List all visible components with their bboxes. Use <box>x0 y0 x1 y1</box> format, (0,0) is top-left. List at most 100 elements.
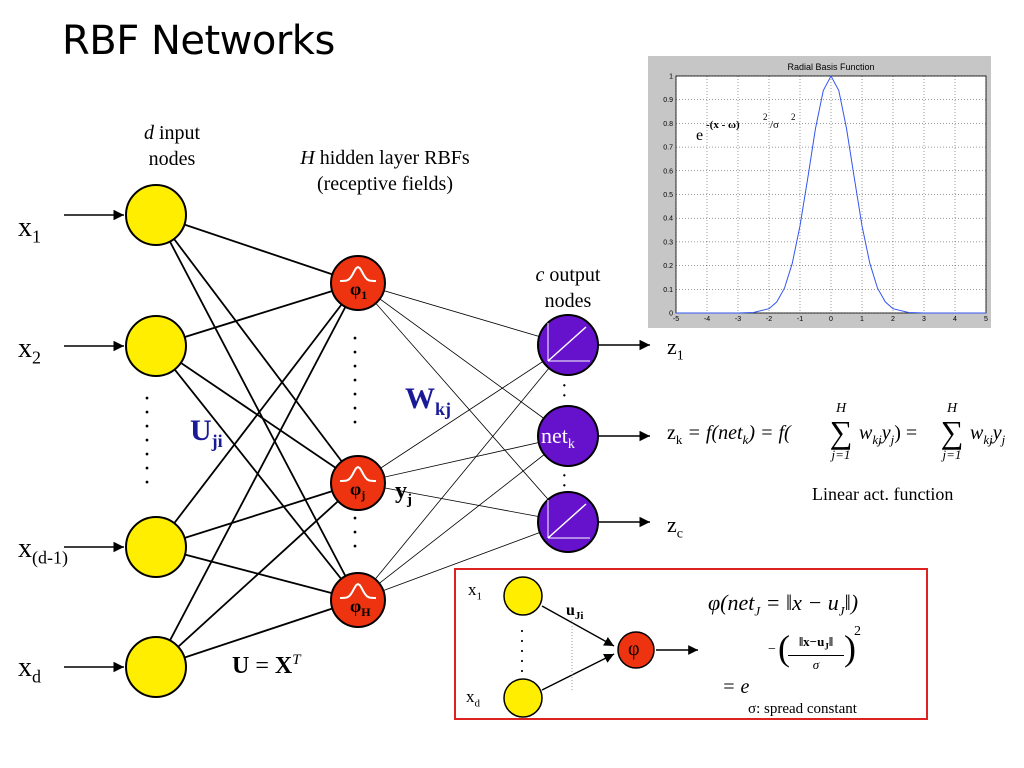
hidden-output-edge <box>357 282 569 523</box>
gaussian-icon <box>340 582 376 599</box>
y-tick-label: 0.4 <box>663 216 673 223</box>
hidden-output-edge <box>357 282 569 346</box>
inset-eq1-rest: = ‖x − u <box>760 590 839 615</box>
input-hidden-edge <box>155 282 359 668</box>
hidden-output-edge <box>357 435 569 484</box>
output-label-sub: 1 <box>676 348 684 364</box>
eq-sum-2: H ∑ j=1 <box>935 402 969 462</box>
inset-eq2-paren-close: ) <box>844 628 856 668</box>
output-node <box>537 405 599 467</box>
input-hidden-edge <box>155 546 359 601</box>
eq-term-y: y <box>881 422 891 444</box>
input-hidden-edge <box>155 214 359 284</box>
inset-eq2-paren-open: ( <box>778 628 790 668</box>
output-ellipsis-lower: ·· <box>561 465 568 497</box>
inset-eq2-num-sub: J <box>824 641 829 652</box>
eq-sum-top: H <box>835 401 847 416</box>
x-tick-label: 0 <box>829 316 833 323</box>
x-tick-label: 4 <box>953 316 957 323</box>
inset-x1-base: x <box>468 580 477 599</box>
hidden-rbf-node <box>330 455 386 511</box>
hidden-output-edge <box>357 521 569 601</box>
u-equation-sup: T <box>292 652 301 668</box>
y-tick-label: 0.9 <box>663 97 673 104</box>
inset-eq1-end: ‖) <box>844 590 859 615</box>
input-layer-var: d <box>143 122 154 144</box>
inset-eq2-num-end: ‖ <box>828 634 834 649</box>
input-label-base: x <box>18 652 32 683</box>
output-label-c: zc <box>667 512 683 542</box>
y-tick-label: 0.7 <box>663 145 673 152</box>
inset-caption: σ: spread constant <box>748 701 857 717</box>
hidden-output-edge <box>357 482 569 523</box>
input-label-sub: 2 <box>32 347 41 368</box>
eq-sum-top: H <box>946 401 958 416</box>
output-label-base: z <box>667 512 677 537</box>
input-hidden-edge <box>155 599 359 668</box>
hidden-output-edge <box>357 344 569 484</box>
x-tick-label: -4 <box>704 316 710 323</box>
output-layer-text: output <box>544 264 601 286</box>
hidden-rbf-node <box>330 572 386 628</box>
u-equation: U = XT <box>232 652 301 680</box>
inset-eq1-sub: J <box>754 603 761 619</box>
gaussian-icon <box>340 465 376 482</box>
input-label-base: x <box>18 533 32 564</box>
inset-eq2-minus: − <box>768 642 776 657</box>
input-hidden-edge <box>155 282 359 548</box>
inset-xd-base: x <box>466 687 475 706</box>
eq-middle: = f(net <box>682 422 743 444</box>
input-label-d: xd <box>18 652 41 688</box>
plot-title: Radial Basis Function <box>787 62 874 72</box>
inset-eq1-u-sub: J <box>838 603 845 619</box>
input-layer-text: input <box>153 122 201 144</box>
y-tick-label: 0.3 <box>663 239 673 246</box>
eq-term-y: y <box>992 422 1002 444</box>
w-weight-base: W <box>405 382 435 415</box>
hidden-layer-text2: (receptive fields) <box>316 173 454 195</box>
u-equation-eq: = <box>249 653 275 679</box>
input-label-sub: d <box>32 666 41 687</box>
input-label-d-1: x(d-1) <box>18 533 68 569</box>
output-label-base: z <box>667 334 677 359</box>
input-hidden-edge <box>155 482 359 668</box>
input-hidden-edge <box>155 214 359 484</box>
input-layer-label: d input nodes <box>132 120 212 172</box>
eq-sum-sign: ∑ <box>940 414 964 450</box>
y-tick-label: 0.8 <box>663 121 673 128</box>
output-label-1: z1 <box>667 334 684 364</box>
eq-sum-bottom: j=1 <box>831 447 851 462</box>
inset-u-sub: Ji <box>574 610 584 623</box>
hidden-output-edge <box>357 282 569 437</box>
y-tick-label: 0.1 <box>663 287 673 294</box>
inset-xd-sub: d <box>474 697 481 710</box>
eq-term: w <box>859 422 873 444</box>
eq-sum-sign: ∑ <box>829 414 853 450</box>
y-output-label: yj <box>395 478 412 509</box>
inset-eq1: φ(netJ = ‖x − uJ‖) <box>708 590 858 619</box>
input-label-2: x2 <box>18 333 41 369</box>
plot-formula: e -(x - ω) 2 /σ 2 <box>696 112 796 144</box>
input-layer-text2: nodes <box>148 148 196 170</box>
input-label-sub: (d-1) <box>32 547 68 568</box>
output-ellipsis-upper: ·· <box>561 375 568 407</box>
input-hidden-edge <box>155 482 359 548</box>
output-layer-label: c output nodes <box>518 262 618 314</box>
inset-eq2: = e − ( ‖x−uJ‖ σ ) 2 <box>708 624 908 698</box>
x-tick-label: 1 <box>860 316 864 323</box>
y-tick-label: 0 <box>669 311 673 318</box>
input-node <box>125 184 187 246</box>
inset-eq2-den: σ <box>812 656 820 672</box>
hidden-layer-label: H hidden layer RBFs (receptive fields) <box>275 145 495 197</box>
input-label-sub: 1 <box>32 226 41 247</box>
eq-sum: H ∑ j=1 <box>824 402 858 462</box>
gaussian-icon <box>340 265 376 282</box>
linear-caption: Linear act. function <box>812 484 954 504</box>
y-tick-label: 0.6 <box>663 168 673 175</box>
inset-ellipsis: ····· <box>519 621 525 681</box>
inset-eq2-num: ‖x−u <box>798 634 825 649</box>
eq-term: w <box>970 422 984 444</box>
w-weight-sub: kj <box>435 399 452 419</box>
inset-u-base: u <box>566 602 575 619</box>
